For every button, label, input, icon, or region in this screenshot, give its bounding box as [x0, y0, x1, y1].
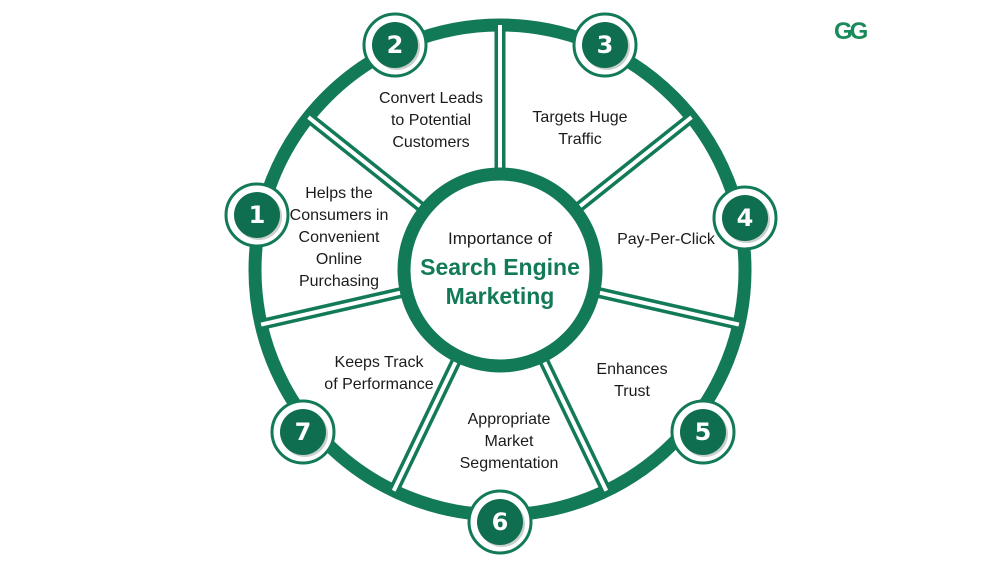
step-number: 1 [249, 201, 266, 229]
step-label-line: Keeps Track [334, 354, 424, 371]
step-label-line: Customers [392, 134, 470, 151]
inner-ring [397, 167, 603, 373]
divider-spoke [307, 115, 427, 212]
step-label-line: Purchasing [298, 273, 380, 290]
divider-spoke [539, 355, 609, 492]
step-number: 3 [597, 31, 614, 59]
divider-spoke [391, 355, 461, 492]
divider-spoke [573, 115, 693, 212]
step-badge-4: 4 [712, 185, 778, 251]
center-subtitle: Importance of [448, 229, 552, 248]
step-label-7: Keeps Track of Performance [324, 352, 433, 396]
step-label-line: of Performance [324, 376, 434, 393]
center-title: Importance of Search Engine Marketing [420, 229, 580, 311]
step-label-line: Targets Huge [532, 109, 628, 126]
step-number: 4 [737, 204, 754, 232]
step-label-line: Online [315, 251, 363, 268]
geeksforgeeks-logo: GG [834, 18, 868, 45]
step-badge-7: 7 [270, 399, 336, 465]
step-label-4: Pay-Per-Click [617, 229, 715, 251]
divider-spoke [593, 289, 740, 327]
step-badge-2: 2 [362, 12, 428, 78]
step-label-line: Market [484, 433, 534, 450]
step-label-line: Trust [614, 383, 650, 400]
step-badge-3: 3 [572, 12, 638, 78]
step-label-line: Convert Leads [378, 90, 484, 107]
step-number: 6 [492, 508, 509, 536]
center-heading-line1: Search Engine [420, 254, 580, 280]
step-label-line: Helps the [305, 185, 373, 202]
step-label-line: Traffic [558, 131, 602, 148]
step-label-line: Enhances [596, 361, 668, 378]
step-badge-5: 5 [670, 399, 736, 465]
step-number: 5 [695, 418, 712, 446]
step-label-line: Convenient [298, 229, 380, 246]
step-badge-6: 6 [467, 489, 533, 555]
step-number: 7 [295, 418, 312, 446]
step-label-line: Appropriate [467, 411, 551, 428]
center-heading-line2: Marketing [445, 283, 555, 309]
step-number: 2 [387, 31, 404, 59]
step-label-line: to Potential [390, 112, 472, 129]
divider-spoke [260, 289, 407, 327]
step-badge-1: 1 [224, 182, 290, 248]
step-label-line: Pay-Per-Click [617, 231, 715, 248]
step-label-line: Segmentation [459, 455, 559, 472]
step-label-line: Consumers in [289, 207, 389, 224]
